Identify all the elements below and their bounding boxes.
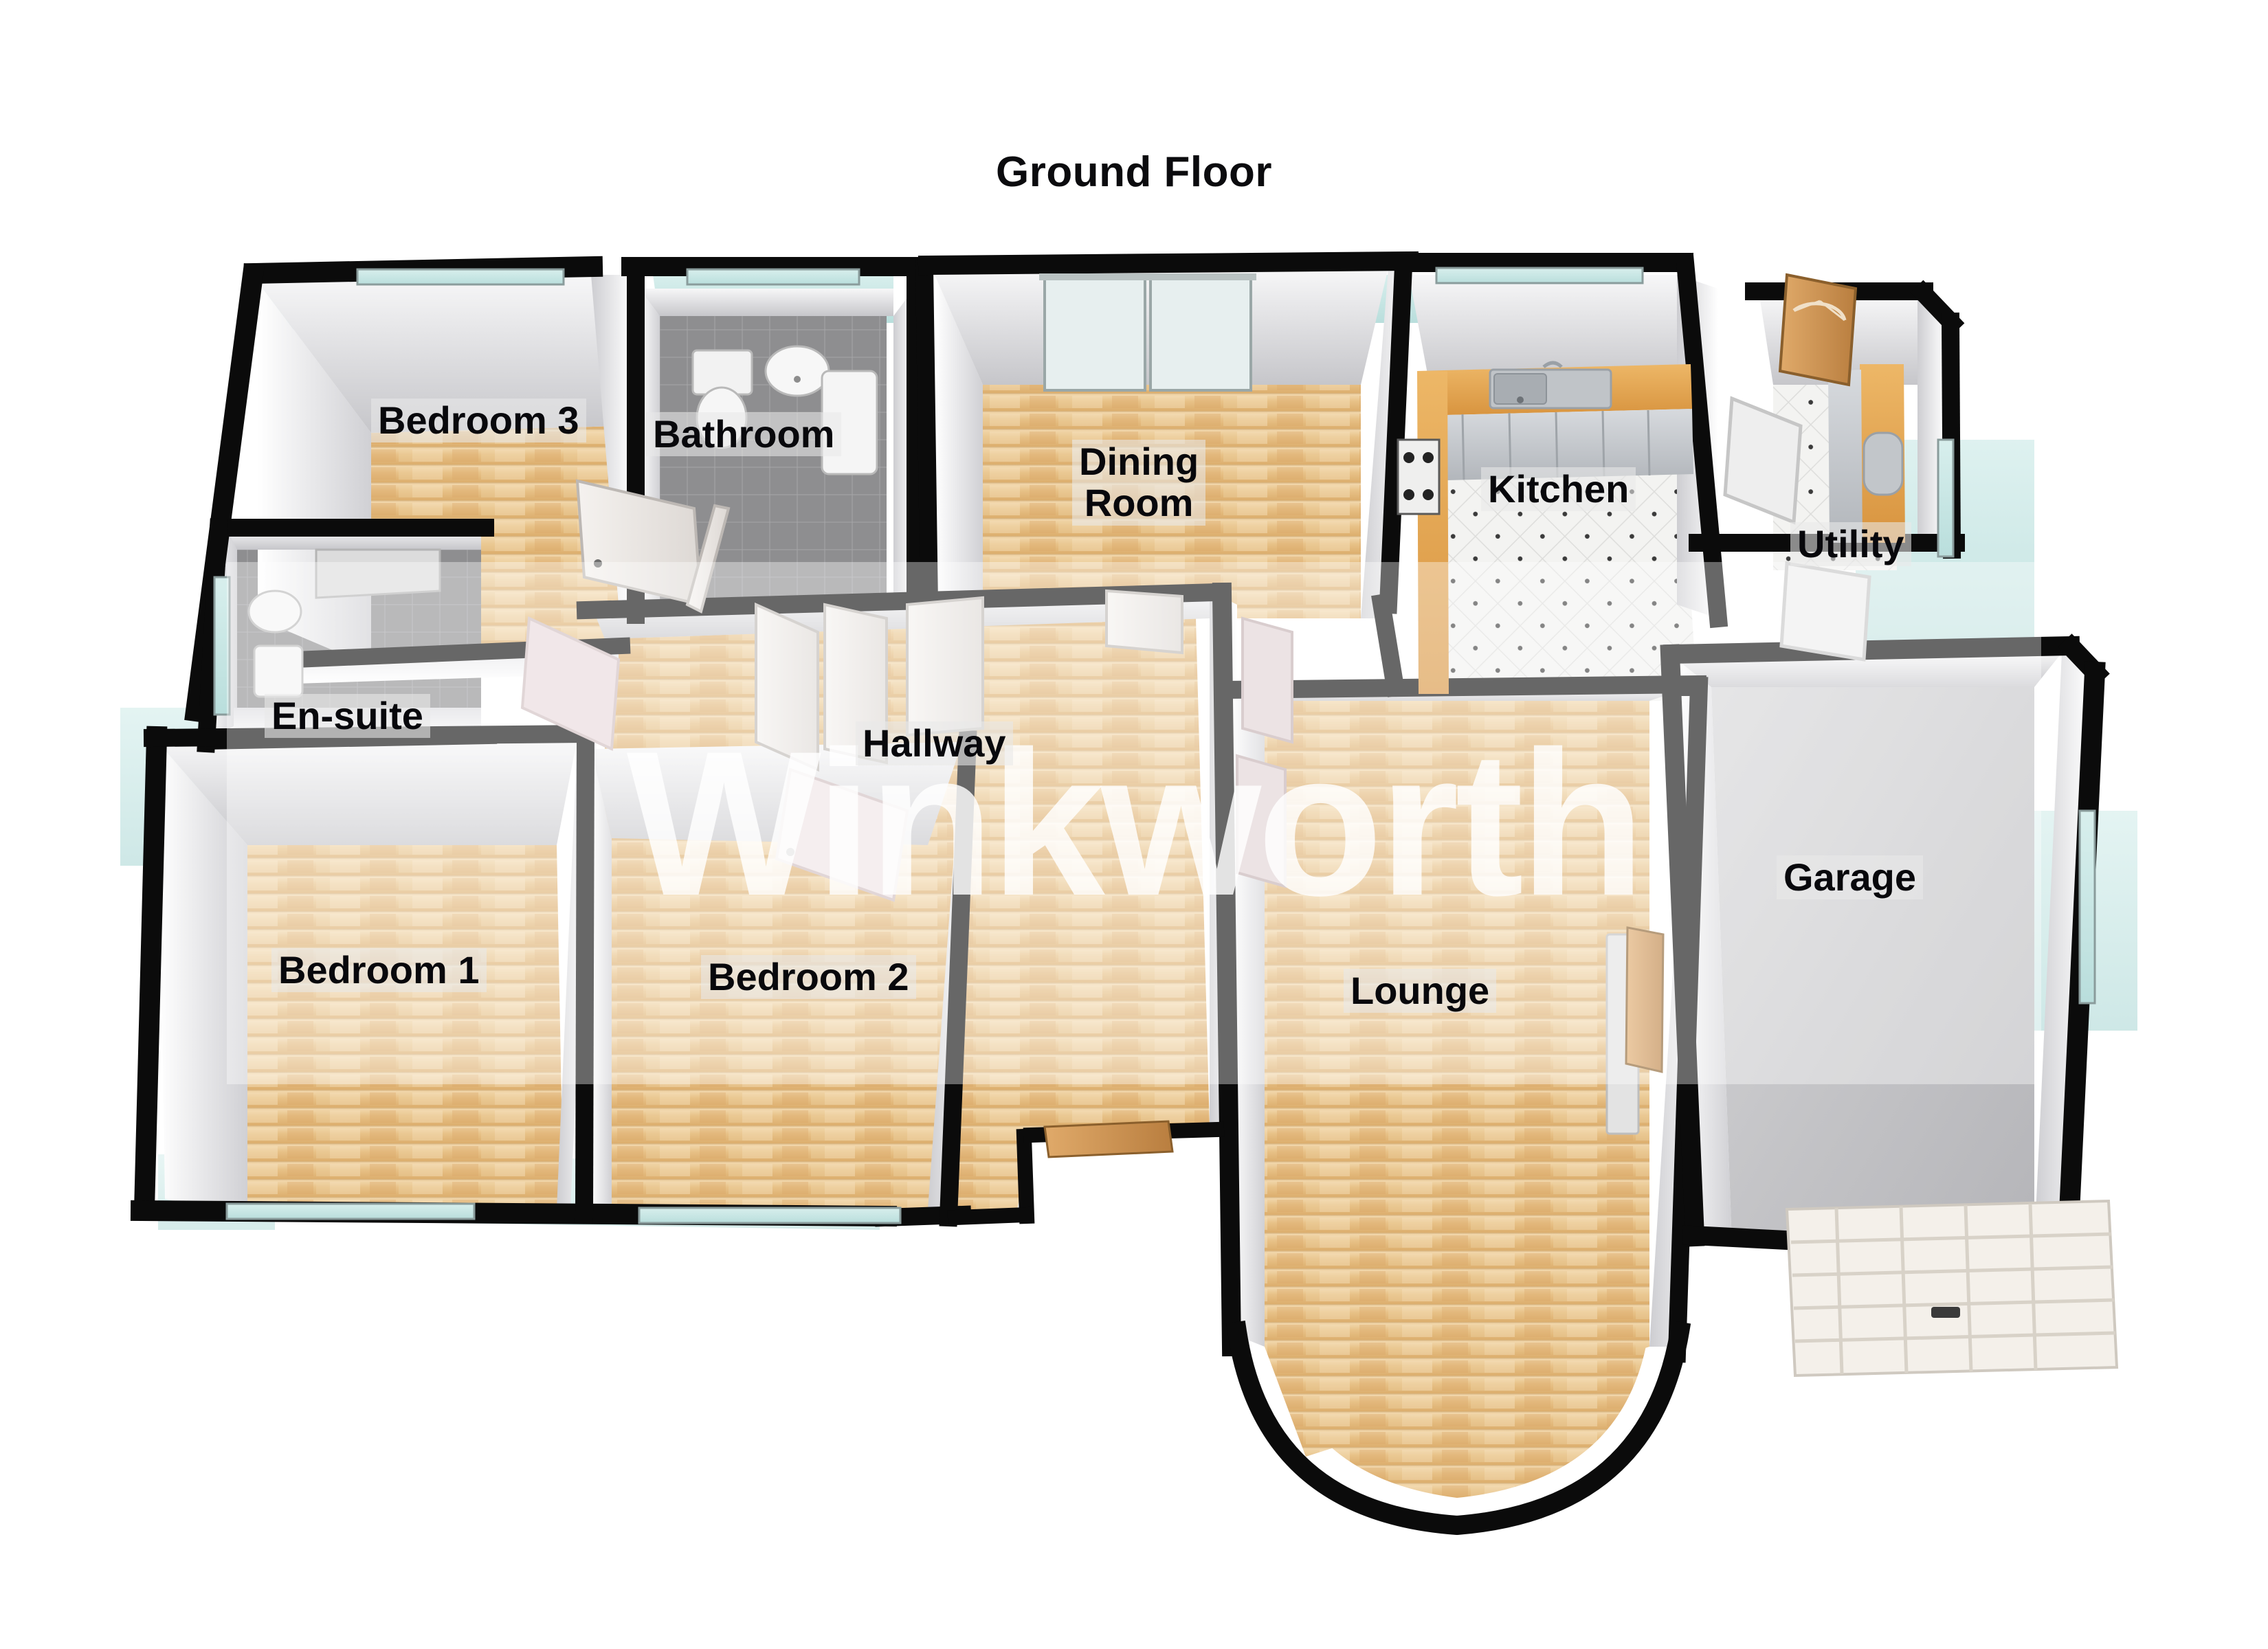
bathroom-bath <box>821 370 878 475</box>
door-lounge-2 <box>1236 754 1287 888</box>
doors <box>520 273 1871 902</box>
kitchen-fittings <box>1397 361 1693 694</box>
ensuite-wc <box>253 644 304 698</box>
lounge-fittings <box>1605 926 1665 1135</box>
door-bedroom-2 <box>775 767 909 902</box>
floor-bedroom-1 <box>220 845 564 1209</box>
bathroom-wc-pan <box>696 386 748 449</box>
hallway-threshold <box>1043 1120 1174 1158</box>
door-hallway-left <box>755 602 819 772</box>
window-bedroom-2 <box>638 1207 902 1224</box>
ensuite-fittings <box>247 548 441 698</box>
door-lounge <box>1241 616 1293 744</box>
windows <box>213 267 2096 1224</box>
floor-garage <box>1711 687 2034 1244</box>
door-utility <box>1779 561 1871 662</box>
floor-lounge <box>1265 701 1649 1457</box>
window-bathroom <box>686 268 860 286</box>
garage-door-handle <box>1931 1307 1960 1318</box>
garage-door <box>1785 1199 2119 1378</box>
utility-basin <box>1863 431 1904 496</box>
door-hallway-right <box>906 596 984 737</box>
utility-fittings <box>1828 364 1905 543</box>
french-doors-dining <box>1039 273 1256 392</box>
ensuite-basin <box>247 590 302 633</box>
front-door <box>1778 273 1858 387</box>
door-dining <box>1105 589 1183 655</box>
window-garage <box>2078 809 2096 1005</box>
utility-base-units <box>1828 370 1863 543</box>
door-bathroom <box>685 504 731 614</box>
door-ensuite <box>520 616 621 752</box>
window-utility <box>1937 438 1955 558</box>
ensuite-shower <box>315 548 441 599</box>
door-hallway-mid <box>823 603 888 765</box>
lounge-mantel <box>1625 926 1665 1073</box>
floor-dining-room <box>983 385 1361 618</box>
window-bedroom-1 <box>225 1202 476 1220</box>
floor-lounge-bay <box>1271 1326 1649 1498</box>
window-kitchen <box>1435 267 1644 284</box>
bathroom-basin <box>764 345 830 397</box>
page-title: Ground Floor <box>995 148 1273 196</box>
window-bedroom-3 <box>356 268 565 286</box>
kitchen-hob <box>1397 438 1441 515</box>
floor-bedroom-2 <box>612 838 935 1209</box>
window-ensuite <box>213 576 231 716</box>
